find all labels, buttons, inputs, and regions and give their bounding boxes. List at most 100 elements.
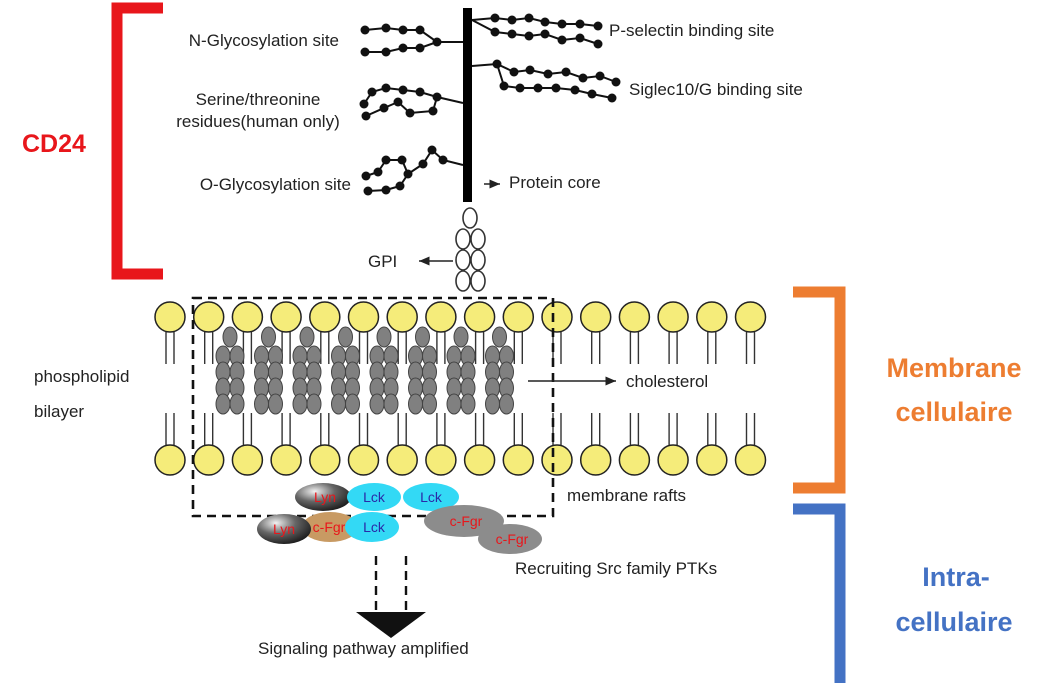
lck-blob-1 — [347, 483, 401, 511]
lipid-head — [579, 301, 612, 333]
cholesterol-molecule — [492, 326, 507, 348]
src-family-kinases: Lyn Lck Lck Lyn c-Fgr Lck c-Fgr c-Fgr Re… — [257, 483, 717, 578]
cholesterol-molecule — [299, 326, 315, 348]
p-selectin-label: P-selectin binding site — [609, 21, 774, 40]
lipid-head — [386, 301, 418, 333]
cholesterol-molecule — [369, 393, 385, 415]
lipid-head — [231, 444, 264, 476]
lyn-top-blob — [295, 483, 351, 511]
cholesterol-molecule — [215, 393, 231, 415]
gpi-label: GPI — [368, 252, 397, 271]
cholesterol-molecule — [408, 393, 423, 415]
lipid-head — [696, 444, 728, 476]
lipid-heads-bottom — [154, 444, 767, 476]
lipid-head — [463, 444, 496, 476]
signaling-arrow: Signaling pathway amplified — [258, 556, 469, 658]
ser-thr-label-line2: residues(human only) — [176, 112, 339, 131]
siglec-nodes — [492, 59, 621, 103]
cholesterol-label: cholesterol — [626, 372, 708, 391]
lipid-heads-top — [154, 301, 767, 333]
lipid-head — [270, 444, 302, 476]
cfgr-left-label: c-Fgr — [313, 519, 346, 535]
lipid-head — [425, 444, 457, 476]
lck-label-1: Lck — [363, 489, 386, 505]
lipid-head — [309, 444, 341, 476]
lck-bottom-blob — [345, 512, 399, 542]
cholesterol-molecule — [453, 326, 469, 348]
intracellular-bracket: Intra- cellulaire — [793, 503, 1013, 683]
cholesterol-molecule — [306, 393, 322, 415]
cholesterol-molecule — [268, 393, 283, 415]
n-glycosylation-nodes — [360, 23, 442, 57]
lipid-head — [502, 444, 535, 476]
lipid-head — [154, 444, 186, 476]
cholesterol-molecule — [499, 393, 514, 415]
lyn-bottom-blob — [257, 514, 311, 544]
n-glycosylation-label: N-Glycosylation site — [189, 31, 339, 50]
cholesterol-molecule — [345, 393, 360, 415]
phospholipid-label-line2: bilayer — [34, 402, 84, 421]
lipid-head — [657, 301, 689, 333]
cholesterol-molecule — [415, 326, 430, 348]
lipid-head — [657, 444, 689, 476]
cholesterol-molecule — [292, 393, 308, 415]
lipid-head — [309, 301, 341, 333]
lipid-head — [425, 301, 457, 333]
o-glycosylation-label: O-Glycosylation site — [200, 175, 351, 194]
lipid-head — [154, 301, 186, 333]
lipid-head — [734, 301, 767, 333]
cholesterol-molecule — [229, 393, 245, 415]
lipid-head — [618, 301, 651, 333]
cfgr-mid-label: c-Fgr — [450, 513, 483, 529]
lipid-head — [579, 444, 612, 476]
lck-bottom-label: Lck — [363, 519, 386, 535]
membrane-label-line1: Membrane — [886, 353, 1021, 383]
membrane-bracket: Membrane cellulaire — [793, 286, 1022, 494]
cfgr-right-blob — [478, 524, 542, 554]
cholesterol-molecule — [376, 326, 392, 348]
cholesterol-molecule — [383, 393, 399, 415]
siglec-label: Siglec10/G binding site — [629, 80, 803, 99]
lipid-head — [541, 444, 573, 476]
cfgr-mid-blob — [424, 505, 504, 537]
lipid-head — [231, 301, 264, 333]
signaling-arrowhead — [356, 612, 426, 638]
cholesterol-molecule — [422, 393, 437, 415]
cfgr-right-label: c-Fgr — [496, 531, 529, 547]
cholesterol-molecule — [331, 393, 346, 415]
cholesterol-molecule — [446, 393, 462, 415]
lipid-head — [192, 301, 225, 333]
cd24-bracket: CD24 — [22, 2, 163, 280]
cd24-label: CD24 — [22, 130, 86, 158]
membrane-label-line2: cellulaire — [895, 397, 1012, 427]
lipid-head — [386, 444, 418, 476]
cholesterol-molecule — [338, 326, 353, 348]
cholesterol-molecule — [261, 326, 276, 348]
intra-label-line1: Intra- — [922, 562, 990, 592]
cholesterol-molecule — [222, 326, 238, 348]
lipid-head — [270, 301, 302, 333]
lipid-tails-bottom — [165, 413, 756, 445]
lipid-head — [347, 301, 380, 333]
cholesterol-molecule — [460, 393, 476, 415]
intra-label-line2: cellulaire — [895, 607, 1012, 637]
n-glycosylation-chain — [364, 26, 463, 53]
o-glycosylation-nodes — [361, 145, 448, 196]
lck-label-2: Lck — [420, 489, 443, 505]
ser-thr-nodes — [359, 83, 442, 121]
lck-blob-2 — [403, 483, 459, 511]
lipid-head — [696, 301, 728, 333]
membrane-rafts-label: membrane rafts — [567, 486, 686, 505]
protein-core-label: Protein core — [509, 173, 601, 192]
recruiting-label: Recruiting Src family PTKs — [515, 559, 717, 578]
cholesterol-molecule — [254, 393, 269, 415]
lipid-head — [541, 301, 573, 333]
cd24-glycoprotein: N-Glycosylation site Serine/threonine re… — [176, 8, 803, 292]
cfgr-left-blob — [302, 512, 358, 542]
cholesterol-molecule — [485, 393, 500, 415]
protein-core-bar — [463, 8, 472, 202]
lyn-top-label: Lyn — [314, 489, 336, 505]
lipid-head — [463, 301, 496, 333]
